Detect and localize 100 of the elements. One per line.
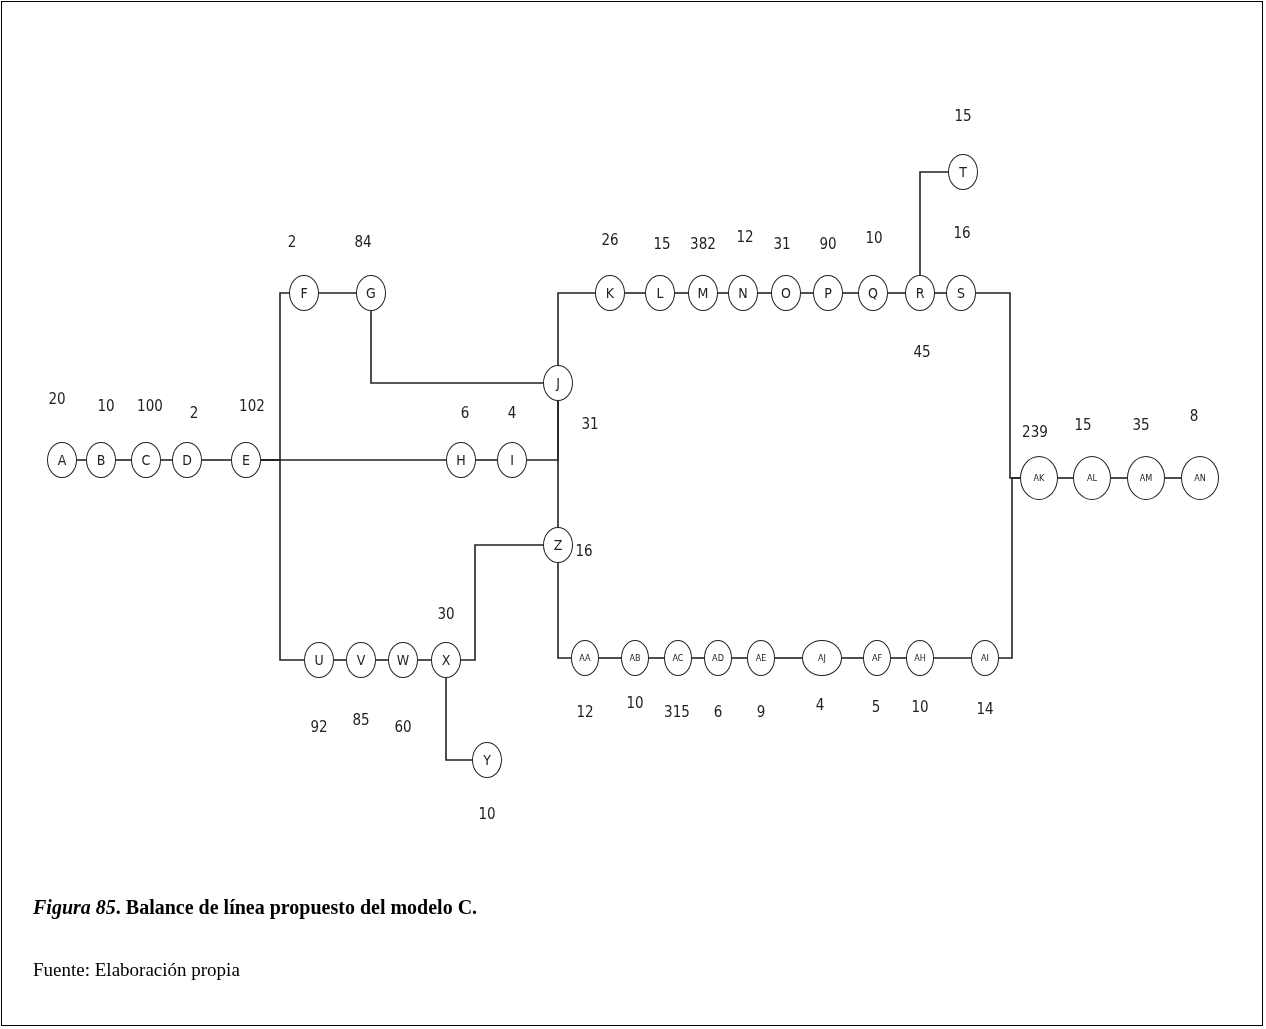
station-letter: P [824, 286, 832, 300]
station-letter: AD [712, 653, 724, 663]
station-letter: A [57, 453, 67, 467]
connector-line [557, 292, 596, 366]
time-value: 60 [394, 718, 412, 736]
station-circle [86, 442, 116, 478]
station-circle [971, 640, 999, 676]
station-letter: K [605, 286, 615, 300]
station-circle [595, 275, 625, 311]
time-value: 92 [310, 718, 328, 736]
station-letter: AJ [818, 653, 826, 663]
station-circle [1127, 456, 1165, 500]
connector-line [76, 459, 87, 461]
connector-line [160, 459, 173, 461]
station-letter: AA [579, 653, 591, 663]
station-letter: S [957, 286, 965, 300]
time-value: 102 [239, 397, 265, 415]
connector-line [370, 310, 544, 384]
time-value: 35 [1132, 416, 1150, 434]
connector-line [717, 292, 729, 294]
station-circle [231, 442, 261, 478]
time-value: 8 [1189, 407, 1199, 425]
station-letter: E [242, 453, 250, 467]
connector-line [757, 292, 772, 294]
station-letter: M [697, 286, 709, 300]
time-value: 26 [601, 231, 619, 249]
connector-line [919, 171, 949, 276]
station-circle [356, 275, 386, 311]
time-value: 14 [976, 700, 994, 718]
station-letter: AH [914, 653, 926, 663]
station-circle [1073, 456, 1111, 500]
connector-line [998, 477, 1021, 659]
connector-line [624, 292, 646, 294]
time-value: 45 [913, 343, 931, 361]
station-circle [946, 275, 976, 311]
time-value: 30 [437, 605, 455, 623]
time-value: 10 [911, 698, 929, 716]
station-circle [47, 442, 77, 478]
station-circle [747, 640, 775, 676]
station-letter: C [141, 453, 151, 467]
time-value: 4 [815, 696, 825, 714]
time-value: 239 [1022, 423, 1048, 441]
station-circle [446, 442, 476, 478]
time-value: 31 [773, 235, 791, 253]
station-circle [346, 642, 376, 678]
station-letter: AM [1139, 473, 1153, 483]
connector-line [375, 659, 389, 661]
time-value: 9 [756, 703, 766, 721]
connector-line [800, 292, 814, 294]
station-letter: AE [755, 653, 767, 663]
station-letter: J [556, 376, 560, 390]
connector-line [475, 459, 498, 461]
time-value: 382 [690, 235, 716, 253]
station-letter: R [915, 286, 925, 300]
time-value: 12 [736, 228, 754, 246]
connector-line [731, 657, 748, 659]
time-value: 15 [954, 107, 972, 125]
connector-line [445, 677, 473, 761]
time-value: 4 [507, 404, 517, 422]
connector-line [934, 292, 947, 294]
station-circle [431, 642, 461, 678]
connector-line [115, 459, 132, 461]
station-letter: G [366, 286, 376, 300]
station-letter: Z [553, 538, 563, 552]
station-circle [905, 275, 935, 311]
station-letter: O [781, 286, 791, 300]
connector-line [1164, 477, 1182, 479]
station-letter: L [656, 286, 664, 300]
time-value: 315 [664, 703, 690, 721]
connector-line [842, 292, 859, 294]
connector-line [933, 657, 972, 659]
station-circle [704, 640, 732, 676]
time-value: 15 [1074, 416, 1092, 434]
time-value: 6 [713, 703, 723, 721]
time-value: 84 [354, 233, 372, 251]
connector-line [318, 292, 357, 294]
station-circle [688, 275, 718, 311]
station-circle [472, 742, 502, 778]
station-letter: AK [1033, 473, 1045, 483]
station-circle [304, 642, 334, 678]
time-value: 20 [48, 390, 66, 408]
station-letter: AI [981, 653, 989, 663]
station-circle [388, 642, 418, 678]
station-circle [621, 640, 649, 676]
station-circle [131, 442, 161, 478]
connector-line [774, 657, 803, 659]
connector-line [333, 659, 347, 661]
station-circle [728, 275, 758, 311]
station-circle [948, 154, 978, 190]
station-circle [543, 527, 573, 563]
time-value: 5 [871, 698, 881, 716]
station-letter: Q [868, 286, 878, 300]
connector-line [887, 292, 906, 294]
station-letter: AC [672, 653, 684, 663]
station-letter: T [959, 165, 967, 179]
station-letter: D [182, 453, 192, 467]
station-circle [664, 640, 692, 676]
station-circle [906, 640, 934, 676]
station-letter: F [300, 286, 308, 300]
time-value: 10 [626, 694, 644, 712]
